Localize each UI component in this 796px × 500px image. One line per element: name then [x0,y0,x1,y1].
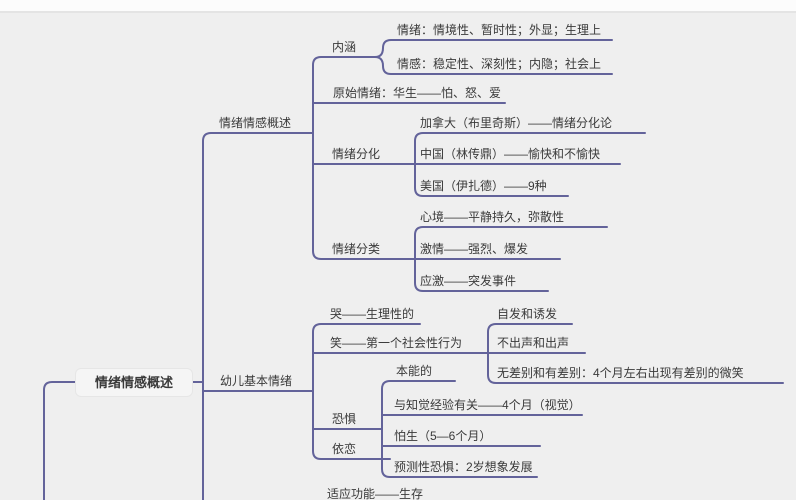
node-primitive-emotions[interactable]: 原始情绪：华生——怕、怒、爱 [333,86,502,100]
node-attachment[interactable]: 依恋 [332,442,357,456]
branch-infant-basic-emotions[interactable]: 幼儿基本情绪 [220,374,293,388]
top-bar [0,0,796,13]
node-instinctive[interactable]: 本能的 [396,364,433,378]
node-china-lin[interactable]: 中国（林传鼎）——愉快和不愉快 [420,147,601,161]
node-emotion-traits[interactable]: 情绪：情境性、暂时性；外显；生理上 [397,23,602,37]
node-crying[interactable]: 哭——生理性的 [330,307,415,321]
node-differentiated-smile[interactable]: 无差别和有差别：4个月左右出现有差别的微笑 [497,366,744,380]
node-stranger-anxiety[interactable]: 怕生（5—6个月） [394,429,492,443]
node-fear[interactable]: 恐惧 [332,412,357,426]
node-canada-bridges[interactable]: 加拿大（布里奇斯）——情绪分化论 [420,116,613,130]
node-emotion-differentiation[interactable]: 情绪分化 [332,147,381,161]
node-passion[interactable]: 激情——强烈、爆发 [420,242,529,256]
root-node[interactable]: 情绪情感概述 [75,368,193,397]
node-emotion-classification[interactable]: 情绪分类 [332,242,381,256]
node-spontaneous-induced[interactable]: 自发和诱发 [497,307,558,321]
node-usa-izard[interactable]: 美国（伊扎德）——9种 [420,179,547,193]
node-silent-vocal[interactable]: 不出声和出声 [497,336,570,350]
node-adaptive-function[interactable]: 适应功能——生存 [327,487,424,500]
node-feeling-traits[interactable]: 情感：稳定性、深刻性；内隐；社会上 [397,57,602,71]
node-stress[interactable]: 应激——突发事件 [420,274,517,288]
node-connotation[interactable]: 内涵 [332,40,357,54]
node-predictive-fear[interactable]: 预测性恐惧：2岁想象发展 [394,460,533,474]
node-perceptual-experience[interactable]: 与知觉经验有关——4个月（视觉） [394,398,581,412]
branch-overview[interactable]: 情绪情感概述 [219,116,292,130]
node-mood[interactable]: 心境——平静持久，弥散性 [420,210,565,224]
node-smiling[interactable]: 笑——第一个社会性行为 [330,336,463,350]
